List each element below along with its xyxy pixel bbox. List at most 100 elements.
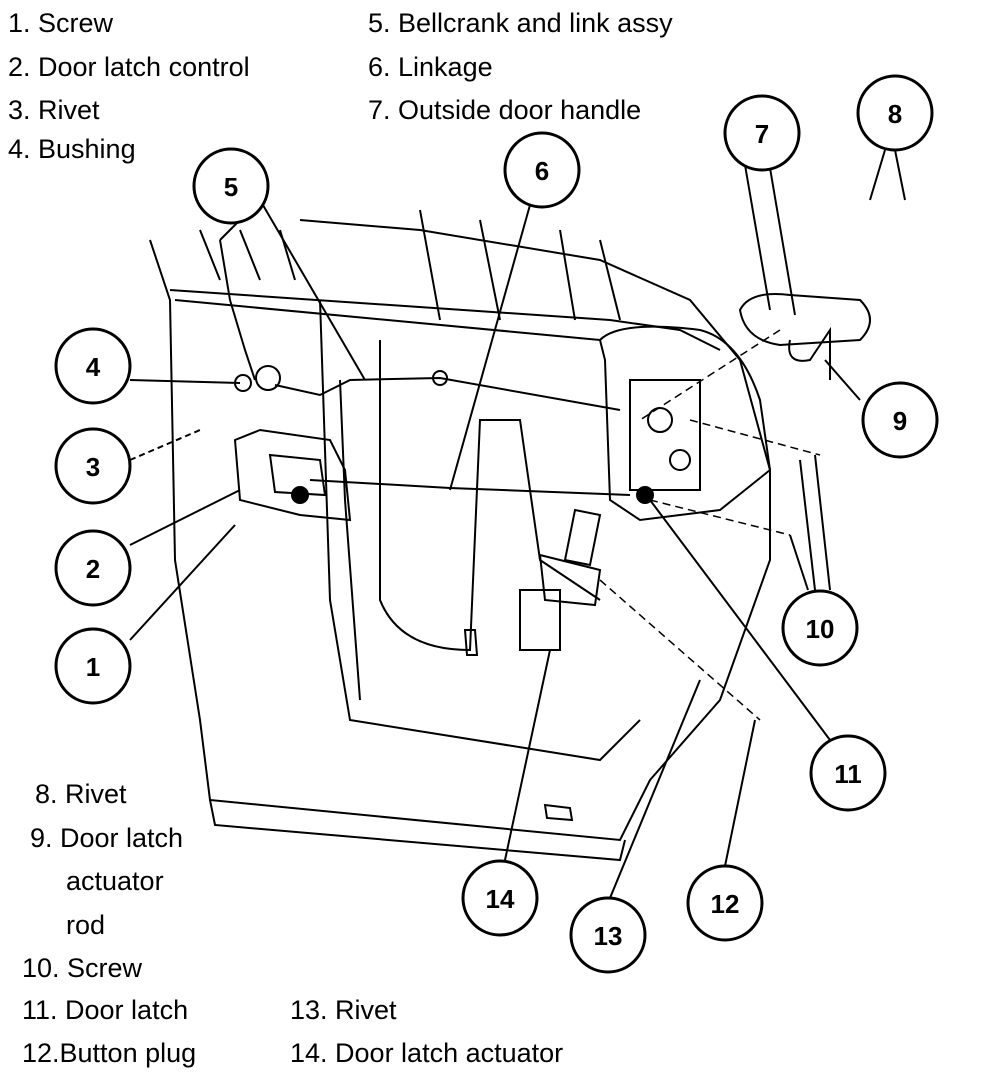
door-latch-actuator	[519, 508, 602, 651]
diagram-stroke	[461, 859, 539, 937]
callouts: 5 6 7 8 4 3 9 2 1 10 11 14 13 12	[54, 74, 939, 974]
callout-2: 2	[54, 529, 132, 607]
callout-number: 2	[86, 554, 100, 584]
diagram-stroke	[309, 479, 631, 496]
diagram-stroke	[129, 524, 236, 641]
legend-item: 5. Bellcrank and link assy	[368, 8, 673, 38]
callout-7: 7	[723, 94, 801, 172]
door-outline	[149, 209, 771, 862]
diagram-stroke	[738, 293, 871, 347]
diagram-stroke	[54, 427, 132, 505]
outside-door-handle	[738, 293, 871, 380]
diagram-stroke	[219, 239, 256, 381]
callout-14: 14	[461, 859, 539, 937]
callout-number: 1	[86, 652, 100, 682]
diagram-stroke	[54, 627, 132, 705]
diagram-stroke	[599, 329, 821, 721]
diagram-stroke	[609, 679, 701, 899]
callout-number: 11	[834, 759, 862, 789]
callout-11: 11	[809, 734, 887, 812]
legend-item: 12.Button plug	[22, 1038, 197, 1068]
diagram-stroke	[824, 359, 861, 401]
diagram-stroke	[54, 529, 132, 607]
diagram-stroke	[629, 379, 701, 491]
diagram-stroke	[169, 289, 721, 351]
diagram-stroke	[149, 219, 771, 842]
door-latch-control	[233, 428, 352, 522]
diagram-stroke	[723, 94, 801, 172]
callout-10: 10	[781, 589, 859, 667]
diagram-stroke	[563, 508, 602, 567]
legend-item: 14. Door latch actuator	[290, 1038, 564, 1068]
diagram-stroke	[649, 499, 831, 741]
callout-5: 5	[192, 147, 270, 225]
diagram-stroke	[268, 453, 327, 497]
diagram-stroke	[319, 299, 641, 762]
diagram-stroke	[647, 407, 673, 433]
callout-4: 4	[54, 327, 132, 405]
diagram-stroke	[636, 486, 654, 504]
callout-9: 9	[861, 381, 939, 459]
diagram-stroke	[54, 327, 132, 405]
diagram-stroke	[255, 365, 281, 391]
legend-item: 13. Rivet	[290, 995, 397, 1025]
diagram-stroke	[449, 204, 531, 491]
diagram-stroke	[291, 486, 309, 504]
diagram-stroke	[233, 428, 352, 522]
diagram-stroke	[856, 74, 934, 152]
diagram-stroke	[379, 340, 601, 652]
diagram-stroke	[809, 734, 887, 812]
legend-item: rod	[66, 910, 106, 940]
leader-lines	[129, 149, 906, 899]
legend-item: 8. Rivet	[35, 779, 127, 809]
diagram-stroke	[129, 429, 201, 461]
callout-6: 6	[503, 131, 581, 209]
diagram-stroke	[463, 629, 479, 656]
diagram-stroke	[129, 379, 241, 384]
legend-item: 11. Door latch	[22, 995, 189, 1025]
callout-number: 13	[594, 921, 623, 951]
legend-item: 6. Linkage	[368, 52, 493, 82]
door-latch-assembly	[598, 325, 772, 522]
diagram-stroke	[432, 370, 448, 386]
callout-number: 4	[86, 352, 101, 382]
diagram-stroke	[869, 149, 906, 201]
diagram-stroke	[669, 449, 691, 471]
legend-item: actuator	[66, 866, 164, 896]
callout-13: 13	[569, 896, 647, 974]
callout-number: 8	[888, 99, 902, 129]
callout-12: 12	[686, 864, 764, 942]
callout-number: 14	[486, 884, 515, 914]
callout-number: 12	[711, 889, 740, 919]
callout-8: 8	[856, 74, 934, 152]
diagram-stroke	[339, 379, 361, 701]
legend-item: 10. Screw	[22, 953, 143, 983]
diagram-stroke	[598, 325, 772, 522]
legend-item: 2. Door latch control	[8, 52, 250, 82]
callout-number: 3	[86, 452, 100, 482]
callout-3: 3	[54, 427, 132, 505]
callout-number: 6	[535, 156, 549, 186]
legend-item: 9. Door latch	[30, 823, 184, 853]
diagram-stroke	[686, 864, 764, 942]
legend-item: 3. Rivet	[8, 95, 100, 125]
diagram-stroke	[209, 799, 626, 862]
diagram-stroke	[538, 553, 602, 607]
callout-number: 5	[224, 172, 238, 202]
callout-number: 7	[755, 119, 769, 149]
diagram-stroke	[861, 381, 939, 459]
diagram-stroke	[788, 326, 831, 380]
diagram-stroke	[569, 896, 647, 974]
diagram-stroke	[519, 589, 561, 651]
diagram-stroke	[504, 649, 551, 861]
diagram-stroke	[543, 803, 574, 822]
diagram-stroke	[789, 454, 831, 591]
diagram-stroke	[192, 147, 270, 225]
callout-number: 10	[806, 614, 835, 644]
diagram-stroke	[503, 131, 581, 209]
legend-item: 7. Outside door handle	[368, 95, 642, 125]
legend-item: 4. Bushing	[8, 134, 136, 164]
diagram-stroke	[274, 376, 621, 411]
legend-item: 1. Screw	[8, 8, 114, 38]
